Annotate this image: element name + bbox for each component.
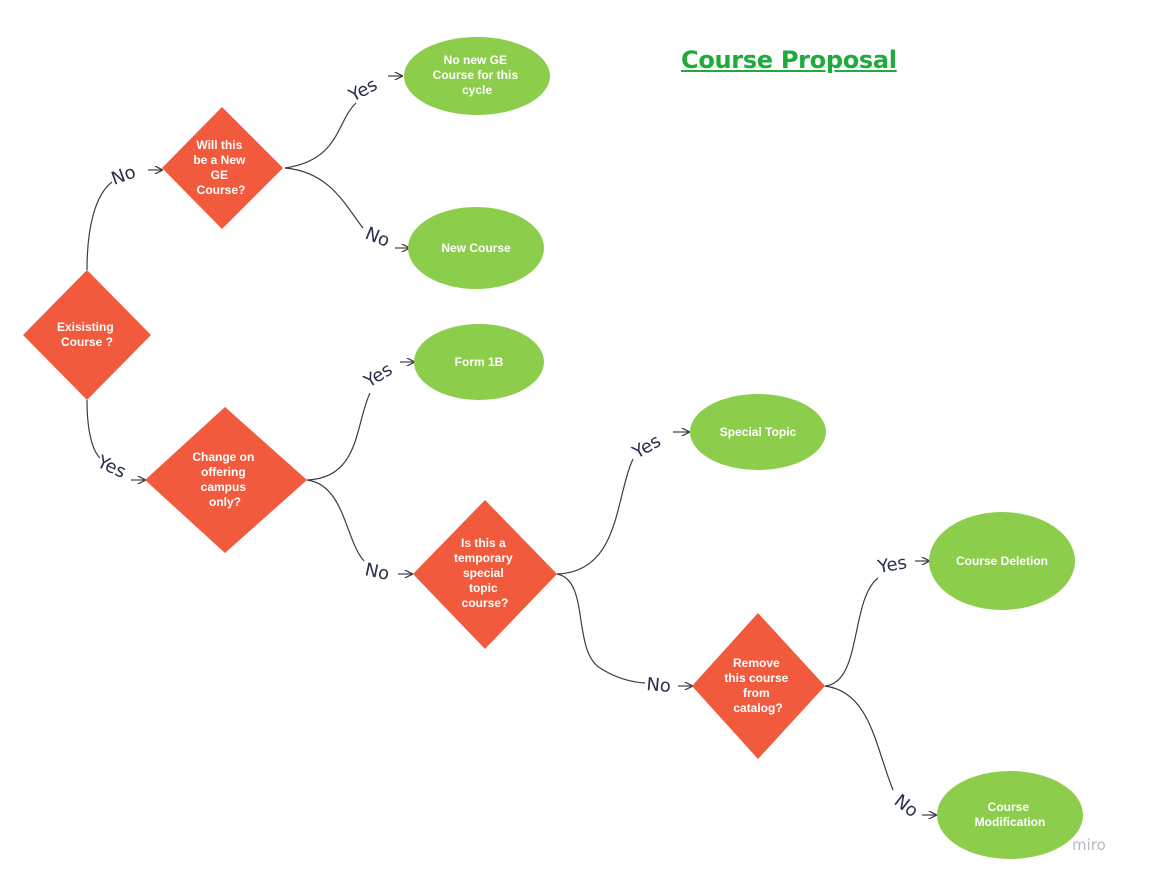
connector-newge-no bbox=[284, 167, 364, 229]
outcome-course-deletion-text: Course Deletion bbox=[956, 554, 1048, 568]
edge-label-remove-yes: Yes bbox=[875, 552, 908, 578]
outcome-special-topic[interactable]: Special Topic bbox=[690, 394, 826, 470]
connector-topic-no bbox=[556, 573, 646, 684]
connector-campus-no bbox=[306, 479, 365, 562]
decision-special-topic[interactable]: Is this a temporary special topic course… bbox=[413, 500, 557, 649]
connector-existing-no bbox=[86, 181, 113, 271]
decision-remove-course[interactable]: Remove this course from catalog? bbox=[692, 613, 825, 759]
connector-newge-yes bbox=[284, 102, 357, 169]
edge-label-campus-no: No bbox=[363, 559, 391, 585]
page-title: Course Proposal bbox=[681, 46, 897, 74]
decision-existing-course-text: Exisisting Course ? bbox=[57, 320, 117, 349]
edge-label-newge-yes: Yes bbox=[345, 74, 381, 107]
connector-remove-yes bbox=[824, 577, 879, 687]
outcome-new-course-text: New Course bbox=[441, 241, 511, 255]
edge-label-remove-no: No bbox=[890, 790, 922, 822]
decision-special-topic-text: Is this a temporary special topic course… bbox=[454, 536, 516, 610]
outcome-course-modification-text: Course Modification bbox=[975, 800, 1046, 829]
edge-label-newge-no: No bbox=[362, 223, 393, 252]
connector-remove-no bbox=[824, 685, 894, 791]
outcome-form-1b-text: Form 1B bbox=[455, 355, 504, 369]
decision-existing-course[interactable]: Exisisting Course ? bbox=[23, 270, 151, 400]
decision-remove-course-text: Remove this course from catalog? bbox=[724, 656, 791, 715]
miro-watermark: miro bbox=[1072, 836, 1106, 854]
edge-label-existing-no: No bbox=[109, 162, 139, 190]
outcome-course-modification[interactable]: Course Modification bbox=[937, 771, 1083, 859]
decision-change-campus-text: Change on offering campus only? bbox=[192, 450, 257, 509]
edge-label-topic-no: No bbox=[646, 674, 672, 697]
connector-campus-yes bbox=[306, 392, 371, 481]
outcome-course-deletion[interactable]: Course Deletion bbox=[929, 512, 1075, 610]
edge-label-campus-yes: Yes bbox=[360, 359, 397, 393]
outcome-no-new-ge[interactable]: No new GE Course for this cycle bbox=[404, 37, 550, 115]
decision-new-ge-course-text: Will this be a New GE Course? bbox=[193, 138, 248, 197]
outcome-form-1b[interactable]: Form 1B bbox=[414, 324, 544, 400]
outcome-new-course[interactable]: New Course bbox=[408, 207, 544, 289]
decision-change-campus[interactable]: Change on offering campus only? bbox=[145, 407, 307, 553]
connector-existing-yes bbox=[86, 399, 101, 459]
outcome-no-new-ge-text: No new GE Course for this cycle bbox=[433, 53, 522, 97]
connectors bbox=[86, 76, 936, 815]
edge-label-topic-yes: Yes bbox=[628, 431, 665, 464]
decision-new-ge-course[interactable]: Will this be a New GE Course? bbox=[162, 107, 283, 229]
outcome-special-topic-text: Special Topic bbox=[720, 425, 797, 439]
connector-topic-yes bbox=[556, 458, 634, 575]
